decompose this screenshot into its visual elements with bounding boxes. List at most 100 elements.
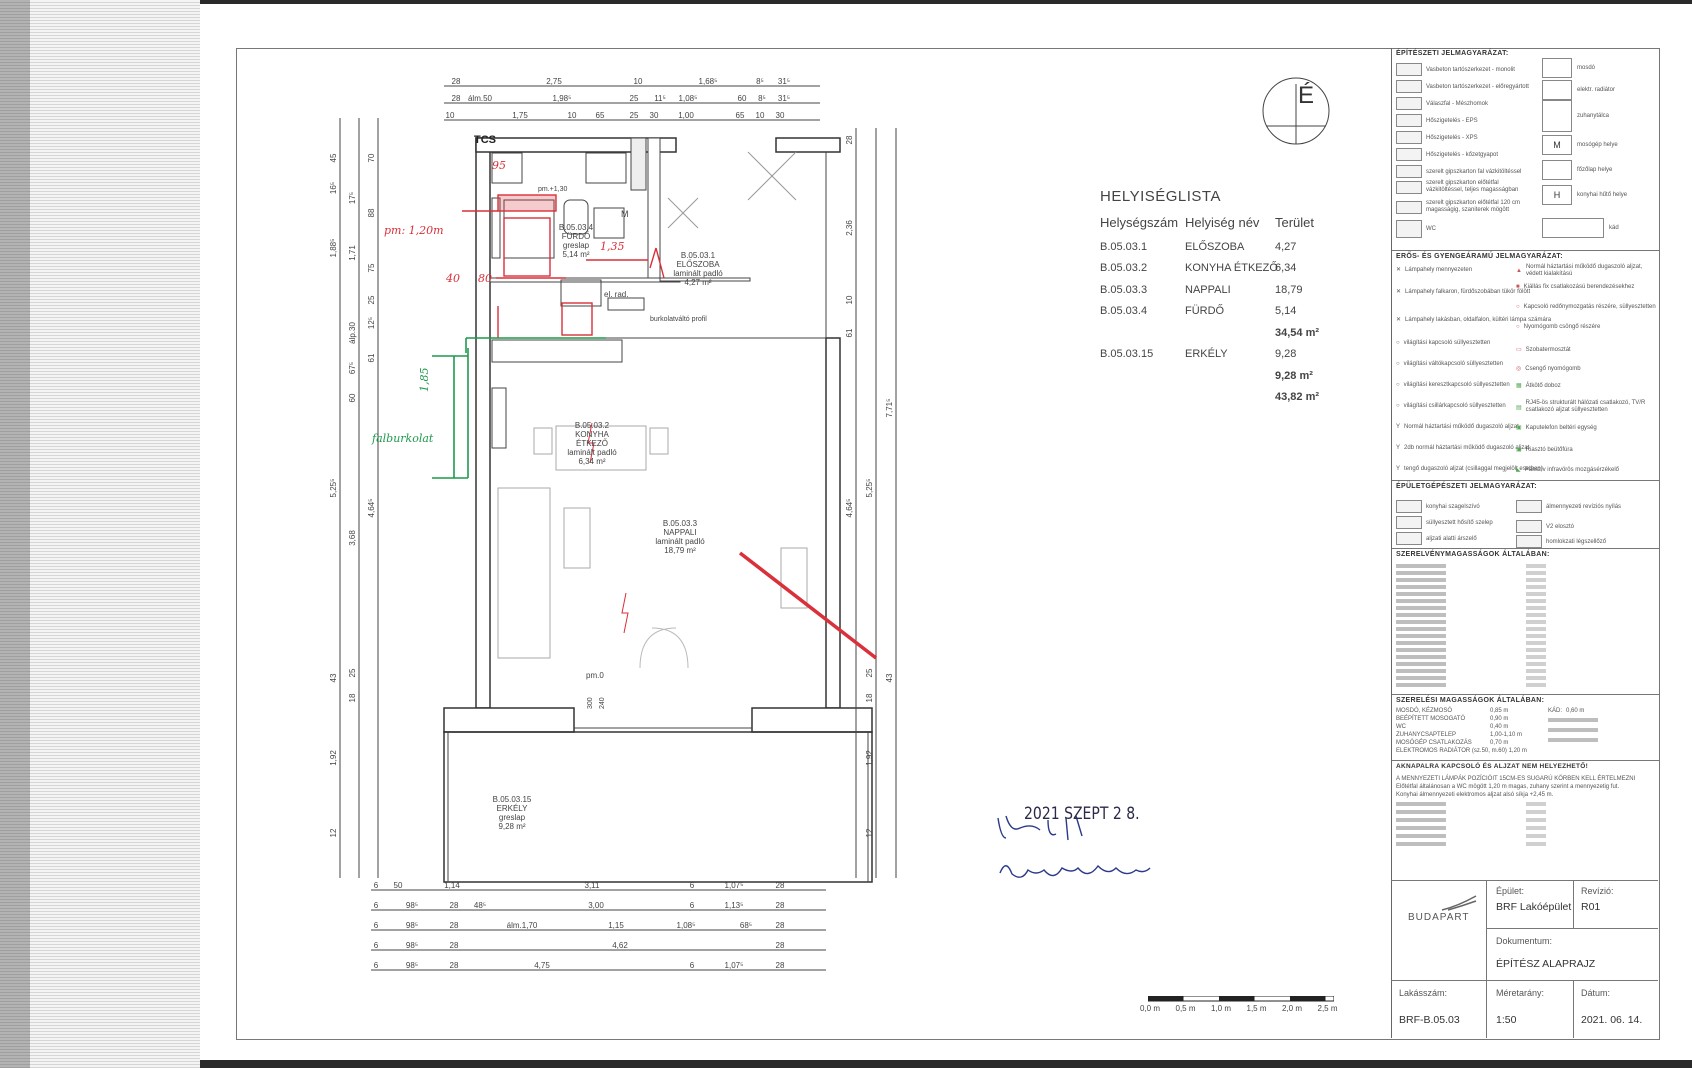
distributor-icon <box>1516 520 1542 533</box>
svg-text:45: 45 <box>329 153 338 162</box>
svg-text:16⁵: 16⁵ <box>329 182 338 194</box>
svg-text:álm.50: álm.50 <box>468 94 493 103</box>
washing-machine-icon: M <box>1542 135 1572 155</box>
svg-text:28: 28 <box>450 901 459 910</box>
hatch-icon <box>1516 500 1542 513</box>
legend-fitting-heights: SZERELVÉNYMAGASSÁGOK ÁLTALÁBAN: <box>1392 548 1659 560</box>
svg-text:25: 25 <box>348 668 357 677</box>
hood-icon <box>1396 500 1422 513</box>
svg-text:80: 80 <box>478 272 492 285</box>
tcs-label: TCS <box>474 134 496 146</box>
svg-text:12: 12 <box>329 828 338 837</box>
svg-text:1,68⁵: 1,68⁵ <box>699 77 718 86</box>
datum-cell: Dátum: 2021. 06. 14. <box>1581 988 1643 1026</box>
svg-text:6: 6 <box>374 901 379 910</box>
room-list-subtotal: 9,28 m² <box>1275 369 1313 382</box>
svg-text:240: 240 <box>599 697 606 709</box>
svg-text:álm.1,70: álm.1,70 <box>507 921 538 930</box>
outer-wall-right <box>825 337 841 709</box>
outer-wall-left <box>475 137 491 709</box>
svg-text:pm: 1,20m: pm: 1,20m <box>384 224 444 237</box>
vent-icon <box>1396 532 1422 545</box>
dokumentum-cell: Dokumentum: ÉPÍTÉSZ ALAPRAJZ <box>1496 936 1596 970</box>
svg-text:28: 28 <box>776 901 785 910</box>
svg-text:60: 60 <box>738 94 747 103</box>
svg-text:burkolatváltó profil: burkolatváltó profil <box>650 316 707 323</box>
svg-text:30: 30 <box>776 111 785 120</box>
svg-text:6: 6 <box>690 961 695 970</box>
title-block: Épület: BRF Lakóépület Revízió: R01 Doku… <box>1391 880 1658 1038</box>
svg-text:4,64⁵: 4,64⁵ <box>367 499 376 518</box>
legend-panel: ÉPÍTÉSZETI JELMAGYARÁZAT: Vasbeton tartó… <box>1391 48 1659 1038</box>
signatures <box>997 815 1151 878</box>
legend-architectural: ÉPÍTÉSZETI JELMAGYARÁZAT: <box>1396 50 1509 57</box>
svg-text:98⁵: 98⁵ <box>406 961 418 970</box>
green-markup <box>432 337 606 479</box>
svg-text:6: 6 <box>374 941 379 950</box>
svg-text:28: 28 <box>776 881 785 890</box>
svg-text:60: 60 <box>348 393 357 402</box>
svg-text:28: 28 <box>450 921 459 930</box>
svg-text:25: 25 <box>630 111 639 120</box>
svg-text:61: 61 <box>367 353 376 362</box>
svg-text:6: 6 <box>374 881 379 890</box>
room-list: HELYISÉGLISTA Helységszám Helyiség név T… <box>1100 188 1330 408</box>
fridge-icon: H <box>1542 185 1572 205</box>
scanner-margin <box>0 0 200 1068</box>
washbasin <box>560 279 602 307</box>
room-list-total: 43,82 m² <box>1275 391 1320 404</box>
two-way-switch-icon: ○ <box>1396 361 1400 367</box>
svg-text:1,98⁵: 1,98⁵ <box>553 94 572 103</box>
svg-text:25: 25 <box>367 295 376 304</box>
top-wall-right <box>775 137 841 153</box>
svg-text:falburkolat: falburkolat <box>371 432 434 445</box>
svg-text:98⁵: 98⁵ <box>406 941 418 950</box>
svg-text:300: 300 <box>587 697 594 709</box>
svg-text:1,35: 1,35 <box>600 240 625 253</box>
revizio-cell: Revízió: R01 <box>1581 886 1614 913</box>
svg-text:7,71⁵: 7,71⁵ <box>885 399 894 418</box>
svg-text:31⁵: 31⁵ <box>778 94 790 103</box>
svg-text:5,25⁵: 5,25⁵ <box>865 479 874 498</box>
valve-icon <box>1396 516 1422 529</box>
svg-text:31⁵: 31⁵ <box>778 77 790 86</box>
legend-notes: AKNAPALRA KAPCSOLÓ ÉS ALJZAT NEM HELYEZH… <box>1392 760 1659 772</box>
legend-electrical: ERŐS- ÉS GYENGEÁRAMÚ JELMAGYARÁZAT: <box>1392 250 1659 262</box>
scale-bar <box>1148 996 1334 1002</box>
svg-text:28: 28 <box>450 961 459 970</box>
junction-box-icon: ▦ <box>1516 383 1522 389</box>
bathtub-icon <box>1542 218 1604 238</box>
bottom-edge <box>200 1060 1692 1068</box>
svg-text:65: 65 <box>736 111 745 120</box>
svg-text:10: 10 <box>568 111 577 120</box>
date-stamp: 2021 SZEPT 2 8. <box>1024 804 1140 824</box>
budapart-logo-icon <box>1441 895 1477 911</box>
top-edge <box>200 0 1692 4</box>
svg-text:6: 6 <box>690 901 695 910</box>
special-socket-icon: Y <box>1396 466 1401 472</box>
svg-text:1,13⁵: 1,13⁵ <box>725 901 744 910</box>
svg-text:11⁵: 11⁵ <box>654 94 666 103</box>
svg-text:álp.30: álp.30 <box>348 322 357 344</box>
rj45-icon: ▤ <box>1516 404 1522 411</box>
svg-text:1,08⁵: 1,08⁵ <box>677 921 696 930</box>
svg-text:12: 12 <box>865 828 874 837</box>
svg-text:28: 28 <box>776 941 785 950</box>
svg-text:2,36: 2,36 <box>845 220 854 236</box>
svg-text:28: 28 <box>452 94 461 103</box>
protected-socket-icon: ▲ <box>1516 268 1522 274</box>
svg-text:30: 30 <box>650 111 659 120</box>
socket-icon: Y <box>1396 424 1401 430</box>
svg-text:6: 6 <box>690 881 695 890</box>
facade-wall-right <box>751 707 873 733</box>
svg-text:2,75: 2,75 <box>546 77 562 86</box>
intercom-icon: ▣ <box>1516 425 1522 431</box>
svg-text:10: 10 <box>446 111 455 120</box>
room-list-title: HELYISÉGLISTA <box>1100 188 1221 205</box>
